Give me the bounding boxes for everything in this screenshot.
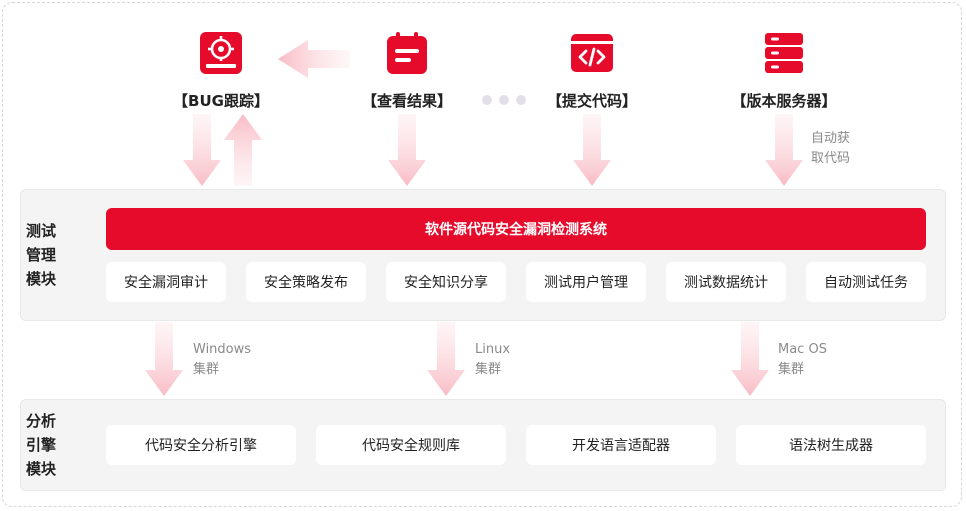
node-code-submit: 【提交代码】 — [507, 30, 677, 111]
test-item-card: 自动测试任务 — [806, 262, 926, 302]
node-label: 【查看结果】 — [361, 92, 452, 110]
cluster-label-windows: Windows 集群 — [193, 342, 252, 377]
cluster-label-macos: Mac OS 集群 — [778, 342, 827, 377]
node-label: 【BUG跟踪】 — [173, 92, 269, 110]
arrow-submit-down — [573, 114, 611, 186]
arrow-macos-down — [731, 322, 769, 396]
engine-item-card: 语法树生成器 — [736, 425, 926, 465]
bug-tracking-icon — [200, 32, 242, 74]
test-item-card: 测试数据统计 — [666, 262, 786, 302]
version-server-icon — [765, 33, 803, 73]
arrow-linux-down — [427, 322, 465, 396]
engine-item-card: 代码安全规则库 — [316, 425, 506, 465]
test-item-card: 安全知识分享 — [386, 262, 506, 302]
node-label: 【提交代码】 — [546, 92, 637, 110]
arrow-windows-down — [145, 322, 183, 396]
node-label: 【版本服务器】 — [731, 92, 837, 110]
test-item-card: 安全策略发布 — [246, 262, 366, 302]
cluster-label-linux: Linux 集群 — [475, 342, 511, 377]
arrow-bug-down — [183, 114, 221, 186]
view-results-icon — [387, 32, 427, 74]
more-dots — [482, 95, 526, 105]
arrow-bug-up — [224, 114, 262, 186]
arrow-results-to-bug — [278, 40, 350, 78]
test-item-card: 安全漏洞审计 — [106, 262, 226, 302]
code-submit-icon — [571, 34, 613, 72]
test-module-title: 测试 管理 模块 — [26, 222, 57, 288]
node-bug-tracking: 【BUG跟踪】 — [136, 30, 306, 111]
node-view-results: 【查看结果】 — [322, 30, 492, 111]
engine-item-card: 代码安全分析引擎 — [106, 425, 296, 465]
engine-item-card: 开发语言适配器 — [526, 425, 716, 465]
auto-fetch-note: 自动获 取代码 — [811, 131, 851, 166]
system-bar: 软件源代码安全漏洞检测系统 — [106, 208, 926, 250]
arrow-server-down — [765, 114, 803, 186]
arrow-results-down — [388, 114, 426, 186]
test-item-card: 测试用户管理 — [526, 262, 646, 302]
node-version-server: 【版本服务器】 — [699, 30, 869, 111]
engine-module-title: 分析 引擎 模块 — [26, 412, 57, 478]
